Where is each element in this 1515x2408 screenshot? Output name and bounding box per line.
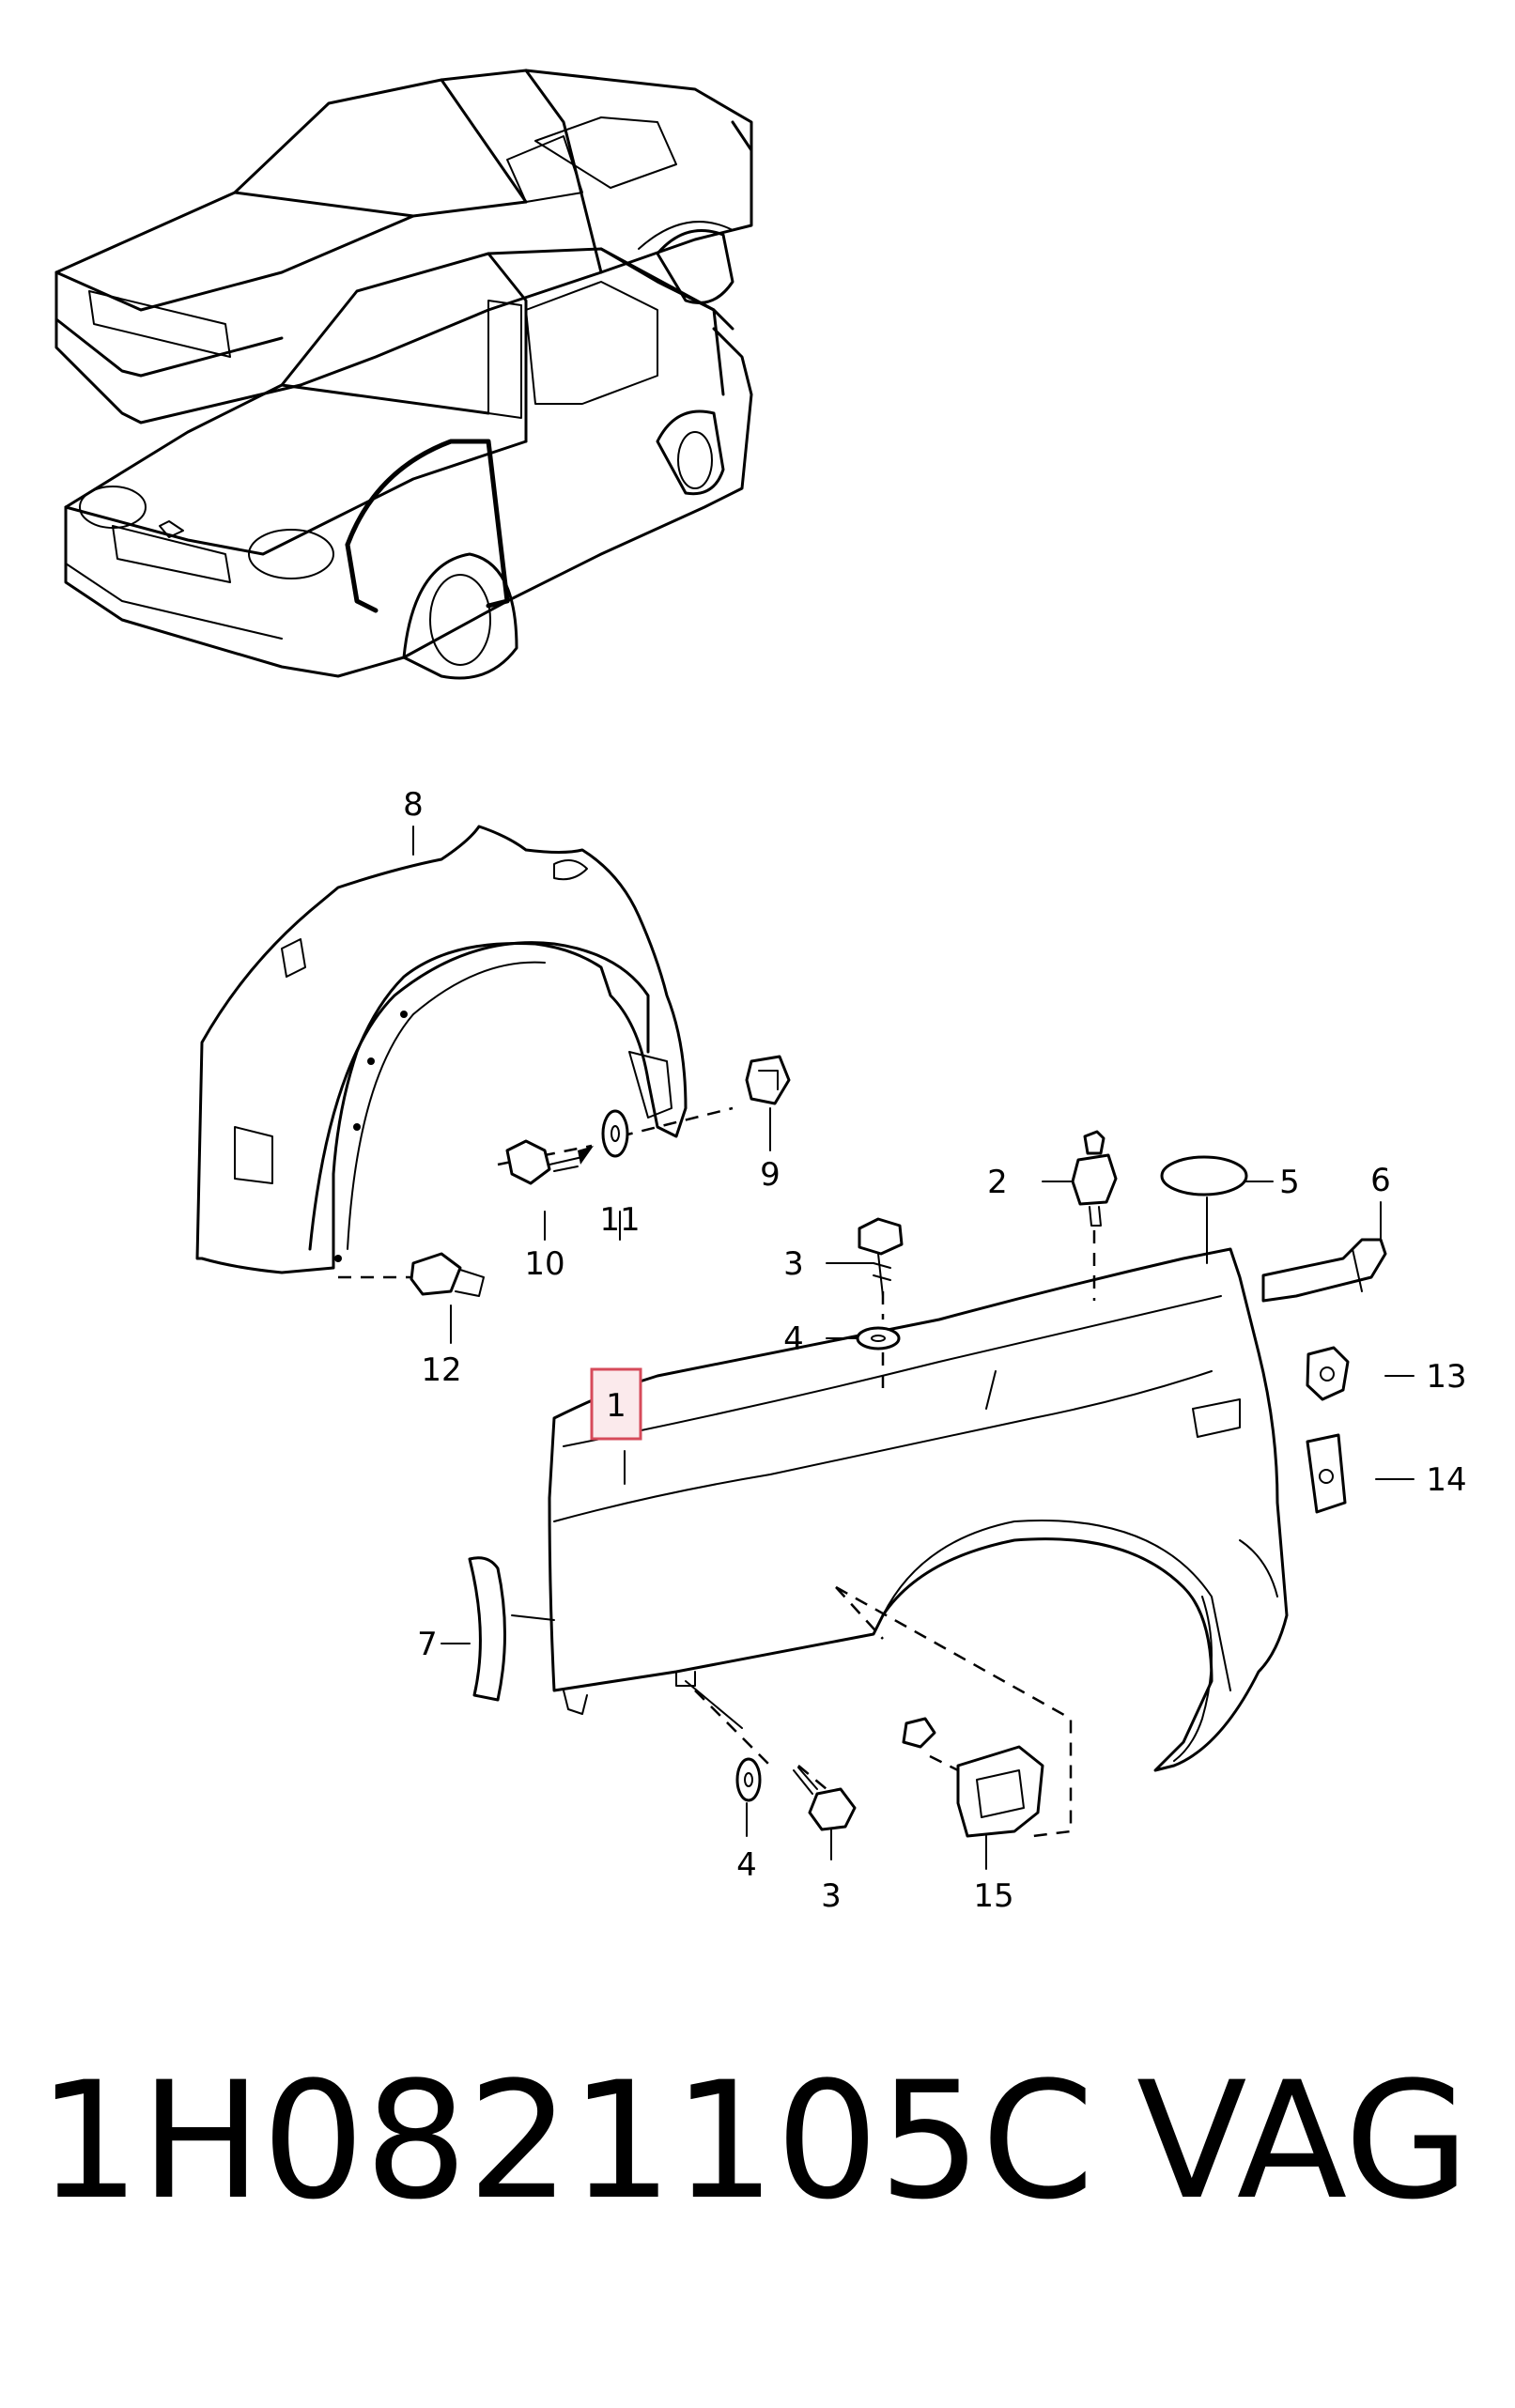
bracket-15 [902,1717,1044,1838]
callout-4-upper: 4 [783,1320,804,1358]
callout-3-lower: 3 [821,1877,842,1915]
callout-15: 15 [973,1877,1013,1915]
trim-strip-7 [468,1556,506,1702]
washer-11 [601,1109,629,1158]
bolt-10 [505,1139,594,1185]
sedan-illustration [54,69,753,424]
bracket-6 [1261,1238,1387,1303]
nut-13 [1306,1346,1350,1401]
callout-10: 10 [524,1245,564,1283]
callout-6: 6 [1370,1162,1391,1199]
fender-panel [548,1247,1289,1838]
callout-4-lower: 4 [736,1846,757,1884]
callout-9: 9 [760,1156,781,1194]
callout-11: 11 [599,1201,640,1239]
callout-2: 2 [987,1164,1008,1201]
grommet-5 [1160,1155,1248,1196]
bolt-3-lower [793,1767,857,1831]
callout-7: 7 [417,1626,438,1663]
callout-1: 1 [606,1387,626,1425]
stud-2 [1071,1130,1118,1227]
callout-3-upper: 3 [783,1245,804,1283]
callout-5: 5 [1279,1164,1300,1201]
brand-caption: VAG [1136,2046,1470,2235]
callout-8: 8 [403,786,424,824]
washer-4-upper [856,1326,901,1351]
part-number-caption: 1H0821105C [38,2046,1094,2235]
bracket-bolt-12 [410,1252,485,1297]
clip-14 [1306,1433,1347,1514]
callout-14: 14 [1426,1461,1466,1499]
callout-12: 12 [421,1351,461,1389]
clip-9 [745,1055,791,1105]
washer-4-lower [735,1757,762,1802]
hatchback-illustration [64,247,753,680]
callout-13: 13 [1426,1358,1466,1396]
wheel-housing-liner [195,825,688,1274]
bolt-3-upper [858,1217,904,1297]
callout-labels: 1 2 3 3 4 4 5 6 7 8 9 10 11 12 13 14 15 [403,786,1466,1915]
callout-1-highlight [590,1367,642,1441]
